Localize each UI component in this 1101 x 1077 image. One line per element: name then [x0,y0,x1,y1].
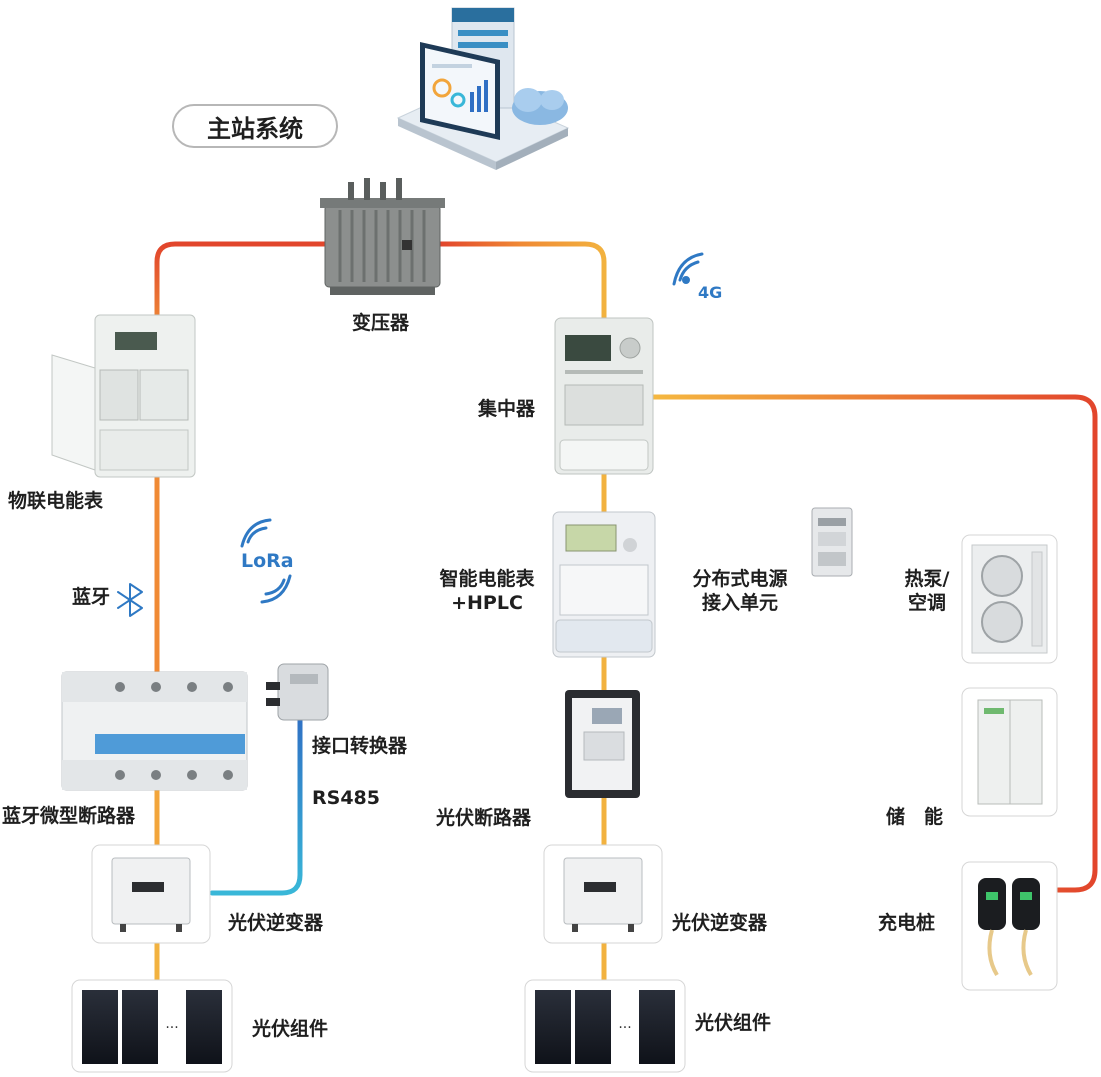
storage-illustration [961,687,1058,817]
label-heat-pump: 热泵/ 空调 [896,568,958,616]
concentrator-illustration [554,317,654,475]
line-top-right [437,241,607,323]
label-dg-unit-line2: 接入单元 [701,591,778,614]
interface-converter-illustration [266,663,329,721]
label-pv-module-right: 光伏组件 [695,1012,772,1034]
heat-pump-illustration [961,534,1058,664]
lora-signal-icon [240,518,292,604]
label-heat-pump-line1: 热泵/ [904,568,950,590]
label-concentrator: 集中器 [478,398,536,420]
label-pv-inverter-left: 光伏逆变器 [228,912,324,934]
bt-breaker-illustration [61,671,248,791]
pv-module-left-ellipsis: ··· [165,1020,178,1036]
master-station-illustration [396,7,570,170]
label-dg-unit-line1: 分布式电源 [692,568,788,590]
label-smart-meter-line1: 智能电能表 [439,568,535,590]
tag-4g: 4G [698,283,723,302]
charging-pile-illustration [961,861,1058,991]
master-station-title: 主站系统 [172,104,338,148]
label-transformer: 变压器 [352,312,410,334]
label-bluetooth: 蓝牙 [72,586,111,608]
tag-lora: LoRa [241,550,294,572]
pv-module-right-illustration: ··· [524,979,686,1073]
label-bt-breaker: 蓝牙微型断路器 [2,805,136,827]
label-storage: 储 能 [886,806,944,828]
pv-breaker-illustration [565,690,640,798]
label-dg-unit: 分布式电源 接入单元 [684,568,796,616]
transformer-illustration [320,178,445,295]
label-smart-meter-line2: +HPLC [451,591,523,614]
line-left-trunk [154,241,333,363]
label-heat-pump-line2: 空调 [907,591,946,614]
line-right-loop [649,394,1098,893]
iot-meter-illustration [51,314,196,478]
bluetooth-icon [117,583,143,617]
pv-module-right-ellipsis: ··· [618,1020,631,1036]
pv-inverter-left-illustration [91,844,211,944]
label-iot-meter: 物联电能表 [8,490,104,512]
label-pv-breaker: 光伏断路器 [436,807,532,829]
dg-access-unit-illustration [811,507,853,577]
pv-module-left-illustration: ··· [71,979,233,1073]
label-charging-pile: 充电桩 [878,912,936,934]
smart-meter-illustration [552,511,656,658]
label-interface-converter: 接口转换器 [312,735,408,757]
label-pv-inverter-right: 光伏逆变器 [672,912,768,934]
label-rs485: RS485 [312,787,380,809]
wifi-4g-icon [672,252,704,286]
connection-lines [154,241,1098,988]
line-rs485 [209,709,303,896]
pv-inverter-right-illustration [543,844,663,944]
label-pv-module-left: 光伏组件 [252,1018,329,1040]
label-smart-meter: 智能电能表 +HPLC [432,568,542,616]
